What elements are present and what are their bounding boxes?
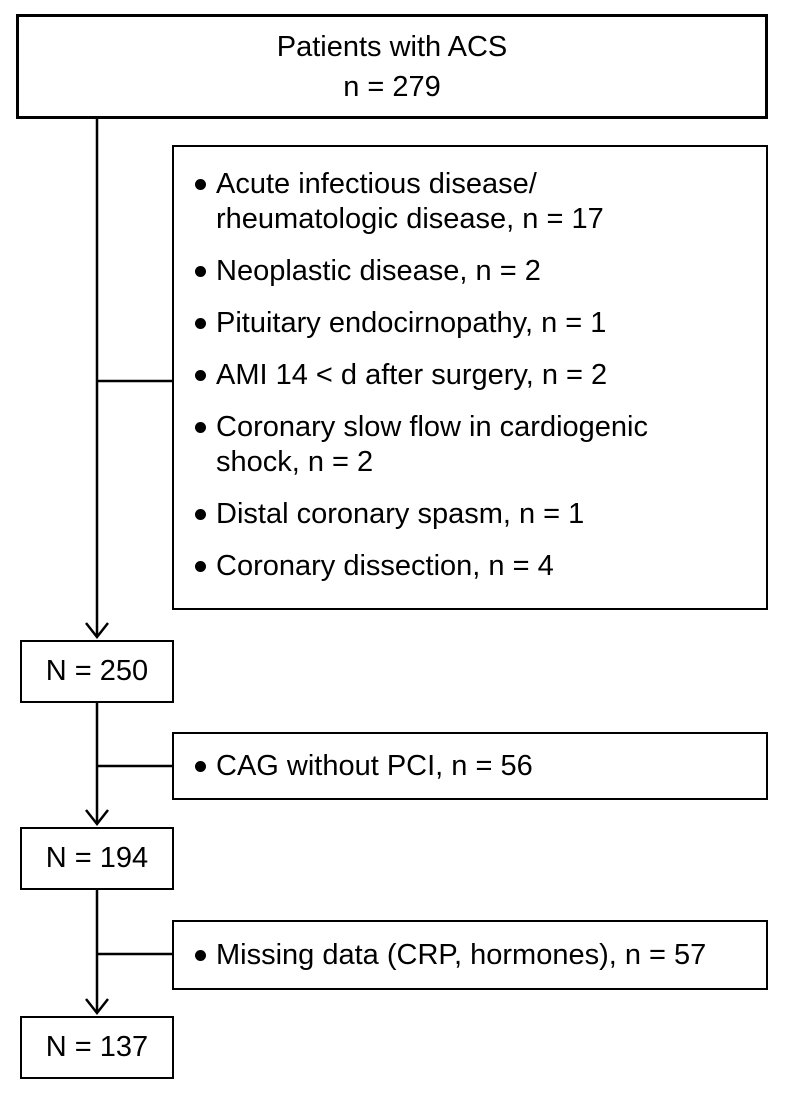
exclusion-item-dissection: Coronary dissection, n = 4 <box>174 549 758 584</box>
exclusion-item-cag: CAG without PCI, n = 56 <box>174 749 533 784</box>
count-box-n250: N = 250 <box>20 640 174 703</box>
exclusion-criteria-box: Acute infectious disease/ rheumatologic … <box>172 145 768 610</box>
arrowhead-down-3 <box>85 998 109 1016</box>
exclusion-item-infectious: Acute infectious disease/ rheumatologic … <box>174 167 758 237</box>
count-box-n137: N = 137 <box>20 1016 174 1079</box>
exclusion-item-spasm: Distal coronary spasm, n = 1 <box>174 497 758 532</box>
count-label-n137: N = 137 <box>45 1031 149 1063</box>
exclusion-item-ami-surgery: AMI 14 < d after surgery, n = 2 <box>174 358 758 393</box>
arrowhead-down-1 <box>85 622 109 640</box>
patients-acs-label: Patients with ACS n = 279 <box>276 30 508 103</box>
exclusion-item-neoplastic: Neoplastic disease, n = 2 <box>174 254 758 289</box>
cag-without-pci-box: CAG without PCI, n = 56 <box>172 732 768 800</box>
patients-acs-box: Patients with ACS n = 279 <box>16 14 768 119</box>
exclusion-criteria-list: Acute infectious disease/ rheumatologic … <box>174 167 758 584</box>
missing-data-box: Missing data (CRP, hormones), n = 57 <box>172 920 768 990</box>
exclusion-item-pituitary: Pituitary endocirnopathy, n = 1 <box>174 306 758 341</box>
count-box-n194: N = 194 <box>20 827 174 890</box>
count-label-n250: N = 250 <box>45 655 149 687</box>
count-label-n194: N = 194 <box>45 842 149 874</box>
exclusion-item-missing-data: Missing data (CRP, hormones), n = 57 <box>174 938 706 973</box>
exclusion-item-slow-flow: Coronary slow flow in cardiogenic shock,… <box>174 410 758 480</box>
arrowhead-down-2 <box>85 809 109 827</box>
